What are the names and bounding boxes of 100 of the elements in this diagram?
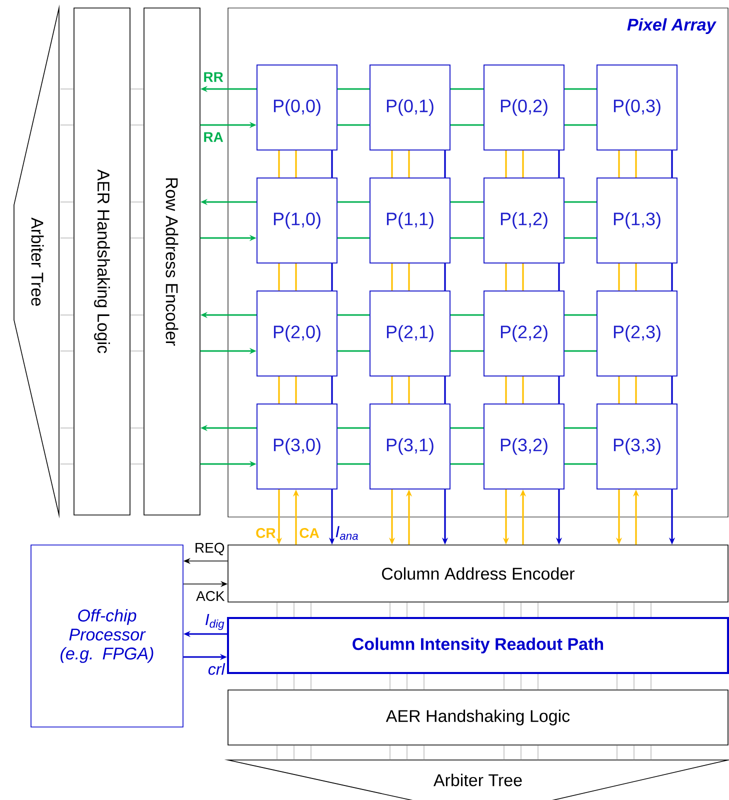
vertical-block: AER Handshaking Logic [74,8,130,516]
signal-line [60,88,74,90]
signal-line [60,124,74,126]
signal-line [295,376,297,404]
edge-label: RA [202,131,224,143]
signal-line [338,237,370,239]
edge-label: I$_{ana}$ [334,525,360,541]
signal-line [505,264,507,290]
signal-line [310,745,312,760]
signal-line [444,376,446,404]
signal-line [338,350,370,352]
signal-line [276,602,278,618]
signal-line [616,745,618,760]
signal-line [444,150,446,178]
signal-line [295,264,297,290]
signal-line [60,314,74,316]
signal-line [450,237,484,239]
edge-label: REQ [193,542,226,556]
signal-line [450,201,484,203]
edge-label: CA [298,527,320,539]
edge-label: RR [202,71,224,83]
signal-line [564,314,596,316]
edge-label: I$_{dig}$ [204,613,226,631]
signal-line [616,602,618,618]
signal-line [338,427,370,429]
signal-line [408,150,410,178]
vertical-block: Row Address Encoder [144,8,200,516]
signal-line [564,463,596,465]
signal-line [276,745,278,760]
signal-line [558,150,560,178]
signal-line [522,376,524,404]
signal-line [505,150,507,178]
signal-line [408,264,410,290]
signal-line [406,602,408,618]
signal-line [618,150,620,178]
arbiter-tree-trapezoid: Arbiter Tree [224,760,729,800]
signal-line [564,427,596,429]
signal-line [444,264,446,290]
signal-line [278,150,280,178]
signal-line [522,264,524,290]
signal-line [408,376,410,404]
signal-line [618,376,620,404]
readout-box: Column Intensity Readout Path [227,617,729,674]
signal-line [520,674,522,690]
signal-line [450,463,484,465]
signal-line [450,350,484,352]
signal-line [671,150,673,178]
signal-line [671,376,673,404]
pixel-box: P(2,1) [370,290,450,376]
processor-box: Off-chip Processor (e.g. FPGA) [30,544,184,728]
signal-line [130,124,144,126]
signal-line [564,88,596,90]
signal-line [130,88,144,90]
signal-line [450,314,484,316]
signal-line [520,602,522,618]
signal-line [671,264,673,290]
signal-line [331,264,333,290]
block-box: AER Handshaking Logic [228,690,728,746]
edge-label: crl [206,662,226,676]
pixel-box: P(2,0) [256,290,338,376]
signal-line [450,427,484,429]
signal-line [650,602,652,618]
edge-label: CR [254,527,277,539]
signal-line [130,314,144,316]
signal-line [618,264,620,290]
signal-line [338,314,370,316]
pixel-box: P(1,1) [370,178,450,264]
signal-line [406,745,408,760]
pixel-box: P(3,0) [256,404,338,490]
signal-line [564,124,596,126]
signal-line [558,264,560,290]
signal-line [564,201,596,203]
signal-line [635,264,637,290]
signal-line [278,376,280,404]
pixel-box: P(3,1) [370,404,450,490]
signal-line [276,674,278,690]
signal-line [564,237,596,239]
pixel-box: P(1,3) [596,178,678,264]
signal-line [310,602,312,618]
signal-line [558,376,560,404]
pixel-box: P(0,1) [370,64,450,150]
pixel-box: P(1,2) [484,178,564,264]
signal-line [130,350,144,352]
signal-line [635,150,637,178]
pixel-box: P(2,3) [596,290,678,376]
signal-line [295,150,297,178]
signal-line [450,124,484,126]
pixel-box: P(3,2) [484,404,564,490]
signal-line [522,150,524,178]
signal-line [616,674,618,690]
signal-line [650,745,652,760]
signal-line [650,674,652,690]
pixel-box: P(2,2) [484,290,564,376]
signal-line [391,264,393,290]
pixel-box: P(0,2) [484,64,564,150]
signal-line [338,88,370,90]
signal-line [406,674,408,690]
pixel-box: P(0,0) [256,64,338,150]
signal-line [450,88,484,90]
signal-line [338,124,370,126]
